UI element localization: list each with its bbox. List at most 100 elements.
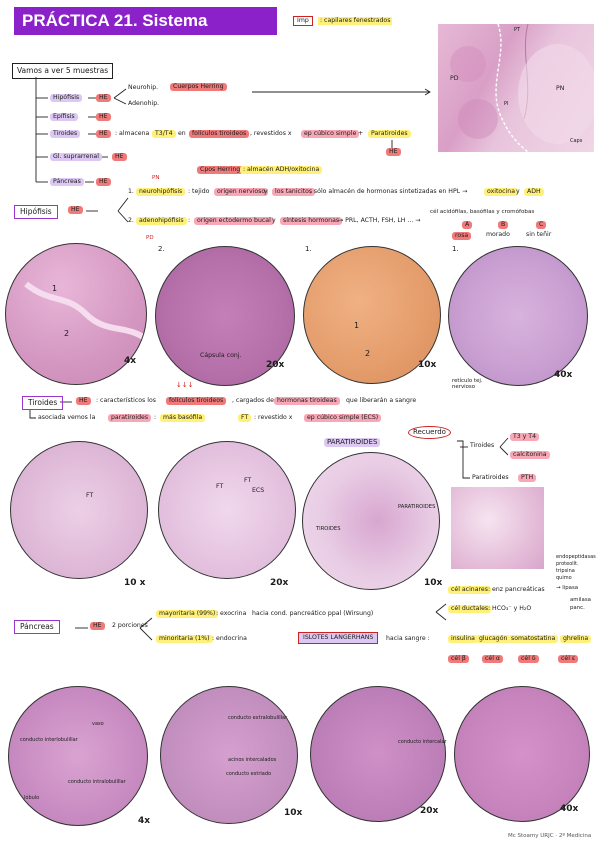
pancreas-vaso: vaso [92,721,104,727]
tree-epifisis: Epífisis [50,113,78,122]
samples-box: Vamos a ver 5 muestras [12,63,114,79]
neuro-origen: origen nervioso [214,188,269,197]
tiroides-ft-text: : revestido x [254,414,293,421]
label-pn: PN [556,85,565,92]
recuerdo-tiroides: Tiroides [470,442,495,449]
hipofisis-capsula: Cápsula conj. [200,352,242,359]
hipofisis-mag-10x: 10x [418,360,437,370]
pancreas-cel-acinares: cél acinares [448,586,491,595]
imp-note: : capilares fenestrados [318,17,393,26]
hipofisis-10x-two: 2 [365,349,371,358]
tree-adenohip: Adenohip. [128,100,160,107]
tree-gl-suprarrenal: Gl. suprarrenal [50,153,102,162]
tiroides-label: Tiroides [22,396,64,410]
pancreas-conducto-intercalar: conducto intercalar [398,739,447,745]
adeno-c: C [536,221,547,230]
tiroides-colon: : [154,414,157,421]
hipofisis-cpos-herring: Cpos Herring [197,166,244,175]
pancreas-islotes: ISLOTES LANGERHANS [298,632,379,645]
page-title: PRÁCTICA 21. Sistema Endocrino [14,7,277,58]
pancreas-hacia: hacia cond. pancreático ppal (Wirsung) [252,610,374,617]
pancreas-exocrina: : exocrina [216,610,247,617]
tree-revestidos: , revestidos x [250,130,292,137]
tiroides-ft1: FT [86,492,94,499]
tiroides-ft2: FT [216,483,224,490]
hipofisis-10x-one: 1 [354,321,360,330]
hipofisis-pn: PN [152,175,160,181]
label-pi: PI [504,101,509,107]
pancreas-hco3: : HCO₃⁻ y H₂O [488,605,532,612]
pancreas-endo4: quimo [556,575,572,581]
tiroides-text: : característicos los [96,397,156,404]
hipofisis-mag-20x: 20x [266,360,285,370]
pancreas-insulina: insulina [448,635,478,644]
pancreas-conducto-intralob: conducto intralobulillar [68,779,126,785]
pancreas-conducto-extralob: conducto extralobulillar [228,715,288,721]
pancreas-hacia-sangre: hacia sangre : [386,635,430,642]
pancreas-mag-4x: 4x [138,816,151,826]
tree-t3t4: T3/T4 [152,130,176,139]
adeno-morado: morado [486,231,510,238]
hipofisis-micro-40x [448,246,588,386]
adeno-cel: cél acidófilas, basófilas y cromófobas [430,209,535,215]
neuro-oxitocina: oxitocina [484,188,519,197]
adeno-b: B [498,221,509,230]
adeno-rosa: rosa [452,232,472,241]
pancreas-micro-40x [454,686,590,822]
pancreas-acinos: acinos intercalados [228,757,277,763]
tree-tiroides: Tiroides [50,130,81,139]
recuerdo-pth: PTH [518,474,537,483]
tiroides-foliculos: folículos tiroideos [166,397,227,406]
neuro-rest: , sólo almacén de hormonas sintetizadas … [310,188,468,195]
imp-tag: Imp [293,16,313,27]
tree-hipofisis-he: HE [96,94,111,103]
hipofisis-img1-number: 1. [305,245,312,253]
pancreas-label: Páncreas [14,620,60,634]
hipofisis-micro-10x [303,246,441,384]
tiroides-mag-10x: 10 x [124,578,146,588]
hipofisis-mag-4x: 4x [124,356,137,366]
label-pd: PD [450,75,459,82]
tree-en: en [178,130,186,137]
label-caps: Caps [570,138,583,144]
neuro-text: : tejido [188,188,210,195]
pancreas-cel-beta: cél β [448,655,469,664]
recuerdo-tag: Recuerdo [408,426,451,439]
pancreas-mag-40x: 40x [560,804,579,814]
pancreas-mayoritaria: mayoritaria (99%) [156,610,219,619]
pancreas-somatostatina: somatostatina [508,635,559,644]
tiroides-micro-20x [158,441,296,579]
tree-epifisis-he: HE [96,113,111,122]
adeno-y: y [272,217,276,224]
adeno-number: 2. [128,217,134,224]
pancreas-mag-10x: 10x [284,808,303,818]
tree-plus: + [358,130,364,137]
pancreas-ghrelina: ghrelina [560,635,592,644]
pancreas-endo2: proteolít. [556,561,579,567]
tiroides-mas-basofila: más basófila [160,414,206,423]
pancreas-endo3: tripsina [556,568,575,574]
tiroides-lbl: TIROIDES [316,526,341,532]
pancreas-mag-20x: 20x [420,806,439,816]
tiroides-hormonas: hormonas tiroideas [274,397,340,406]
pancreas-micro-4x [8,686,148,826]
tree-foliculos: folículos tiroideos [189,130,250,139]
adeno-origen: origen ectodermo bucal [194,217,274,226]
adeno-hormonas: → PRL, ACTH, FSH, LH ... → [338,217,421,224]
adeno-text: : [188,217,191,224]
label-pt: PT [514,27,521,33]
tree-pancreas-he: HE [96,178,111,187]
hipofisis-mag-40x: 40x [554,370,573,380]
paratiroides-micro-10x [302,452,440,590]
hypophysis-micrograph: PT PD PN PI Caps [438,24,594,152]
paratiroides-lbl: PARATIROIDES [398,504,436,510]
neuro-tanicitos: los tanicitos [272,188,316,197]
neuro-y2: y [516,188,520,195]
pancreas-cel-epsilon: cél ε [558,655,579,664]
footer-credit: Mc Stoamy URJC · 2º Medicina [508,833,592,839]
pancreas-lobulo: lóbulo [24,795,40,801]
pancreas-porciones: 2 porciones [112,622,148,629]
tiroides-ep-cubico: ep cúbico simple (ECS) [304,414,382,423]
tiroides-ft3: FT [244,477,252,484]
tiroides-ecs: ECS [252,487,265,494]
